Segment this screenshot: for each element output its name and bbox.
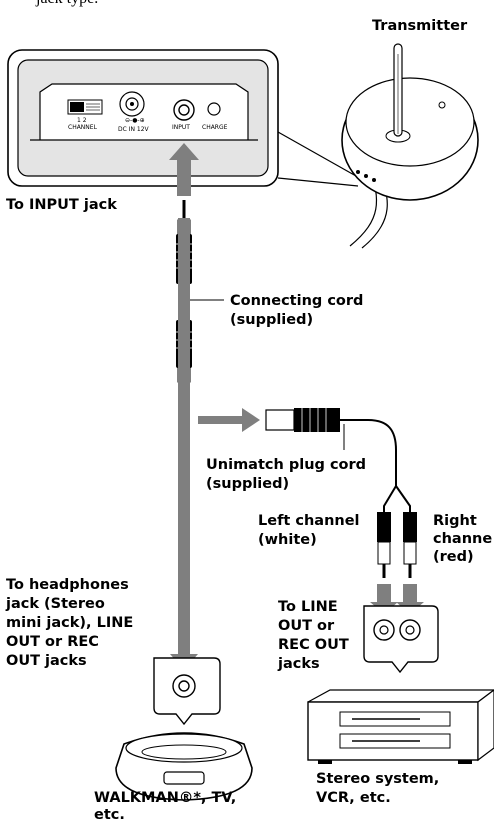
- stereo-label-line2: VCR, etc.: [316, 790, 391, 806]
- rca-jacks-callout: [363, 605, 439, 674]
- unimatch-label-line1: Unimatch plug cord: [206, 457, 367, 473]
- line-out-label-line1: To LINE: [278, 599, 338, 615]
- walkman-device: [115, 732, 253, 801]
- right-channel-label-line2: channe: [433, 531, 493, 547]
- stereo-label-line1: Stereo system,: [316, 771, 440, 787]
- to-input-jack-label: To INPUT jack: [6, 197, 117, 213]
- left-channel-label-line1: Left channel: [258, 513, 360, 529]
- arrow-to-unimatch: [198, 408, 260, 432]
- headphone-jack-callout: [153, 657, 221, 726]
- intro-fragment: jack type.: [36, 0, 98, 8]
- left-channel-label-line2: (white): [258, 532, 317, 548]
- headphones-label-line2: jack (Stereo: [6, 596, 105, 612]
- unimatch-plug-cord: [265, 408, 417, 578]
- channel-label: CHANNEL: [68, 124, 98, 131]
- headphones-label-line4: OUT or REC: [6, 634, 99, 650]
- line-out-label-line3: REC OUT: [278, 637, 349, 653]
- headphones-label-line5: OUT jacks: [6, 653, 87, 669]
- right-channel-label-line3: (red): [433, 549, 474, 565]
- svg-text:⊖-●-⊕: ⊖-●-⊕: [125, 117, 145, 124]
- headphones-label-line1: To headphones: [6, 577, 129, 593]
- right-channel-label-line1: Right: [433, 513, 477, 529]
- connecting-cord-label-line1: Connecting cord: [230, 293, 364, 309]
- charge-label: CHARGE: [202, 124, 228, 131]
- headphones-label-line3: mini jack), LINE: [6, 615, 134, 631]
- unimatch-label-line2: (supplied): [206, 476, 290, 492]
- transmitter-back-panel: 1 2 CHANNEL ⊖-●-⊕ DC IN 12V INPUT CHARGE: [7, 49, 279, 187]
- line-out-label-line4: jacks: [278, 656, 320, 672]
- arrow-to-headphones: [170, 218, 198, 670]
- line-out-label-line2: OUT or: [278, 618, 335, 634]
- channel-numbers: 1 2: [77, 117, 87, 124]
- connecting-cord-label-line2: (supplied): [230, 312, 314, 328]
- walkman-label-line2: etc.: [94, 807, 125, 823]
- input-label: INPUT: [172, 124, 190, 131]
- stereo-system: [307, 689, 494, 764]
- transmitter-label: Transmitter: [372, 18, 468, 34]
- transmitter-unit: [341, 43, 479, 249]
- walkman-label-line1: WALKMAN®*, TV,: [94, 790, 237, 806]
- dc-in-label: DC IN 12V: [118, 126, 150, 133]
- arrow-to-input: [169, 143, 199, 196]
